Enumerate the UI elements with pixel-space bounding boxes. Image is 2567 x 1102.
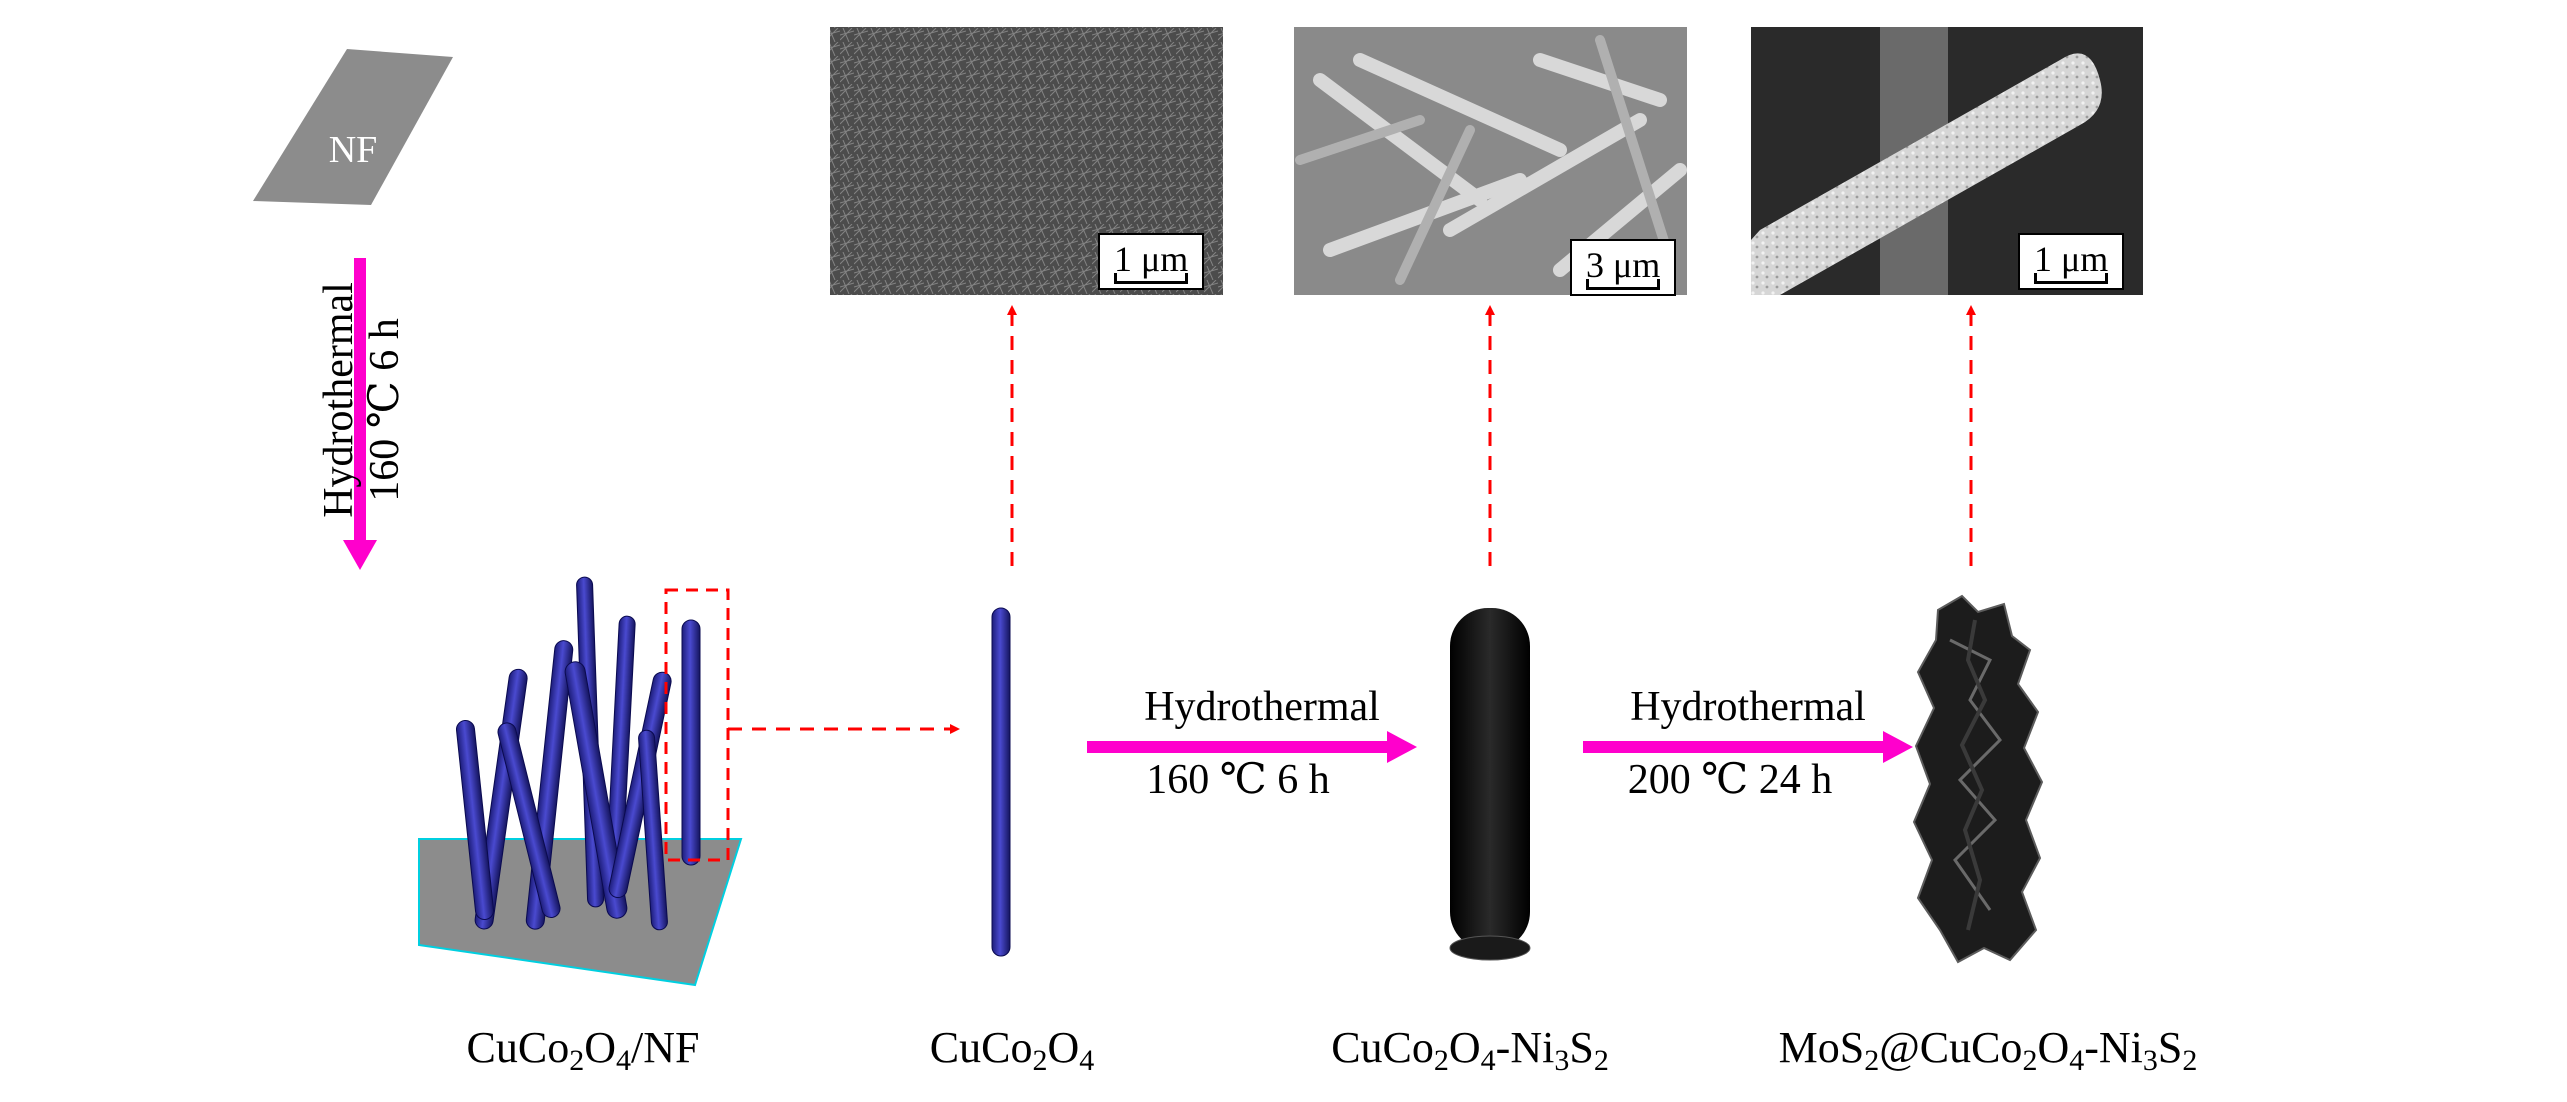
step-2-method: Hydrothermal — [1630, 684, 1866, 730]
scale-bar-1: 1 μm — [1098, 233, 1205, 290]
scale-bar-2-text: 3 μm — [1586, 245, 1661, 285]
nf-substrate: NF — [253, 49, 453, 205]
scale-bar-2-line — [1586, 279, 1661, 290]
step-2-arrow — [1583, 731, 1913, 763]
scale-bar-1-text: 1 μm — [1114, 239, 1189, 279]
vertical-step-method: Hydrothermal — [316, 282, 362, 518]
step-2-conditions: 200 ℃ 24 h — [1628, 757, 1832, 803]
scale-bar-3-line — [2034, 273, 2109, 284]
single-cuco2o4-rod — [991, 607, 1011, 957]
rod-array-on-nf — [418, 576, 743, 987]
selection-box — [664, 588, 730, 862]
step-1-method: Hydrothermal — [1144, 684, 1380, 730]
name-cuco2o4-nf: CuCo2O4/NF — [467, 1023, 700, 1077]
nf-label: NF — [329, 129, 378, 171]
name-cuco2o4: CuCo2O4 — [930, 1023, 1094, 1077]
cuco2o4-ni3s2-rod — [1449, 608, 1531, 961]
scale-bar-3-text: 1 μm — [2034, 239, 2109, 279]
rod-array — [455, 576, 701, 931]
scale-bar-1-line — [1114, 273, 1189, 284]
sem-image-3 — [1751, 27, 2143, 296]
mos2-coated-rod — [1912, 594, 2044, 964]
scale-bar-2: 3 μm — [1570, 239, 1677, 296]
step-1-conditions: 160 ℃ 6 h — [1146, 757, 1329, 803]
name-mos2-cuco2o4-ni3s2: MoS2@CuCo2O4-Ni3S2 — [1779, 1023, 2198, 1077]
sem-image-1 — [830, 27, 1223, 295]
vertical-step-conditions: 160 ℃ 6 h — [362, 318, 408, 501]
scale-bar-3: 1 μm — [2018, 233, 2125, 290]
vertical-process-arrow — [343, 258, 377, 570]
step-1-arrow — [1087, 731, 1417, 763]
name-cuco2o4-ni3s2: CuCo2O4-Ni3S2 — [1331, 1023, 1609, 1077]
